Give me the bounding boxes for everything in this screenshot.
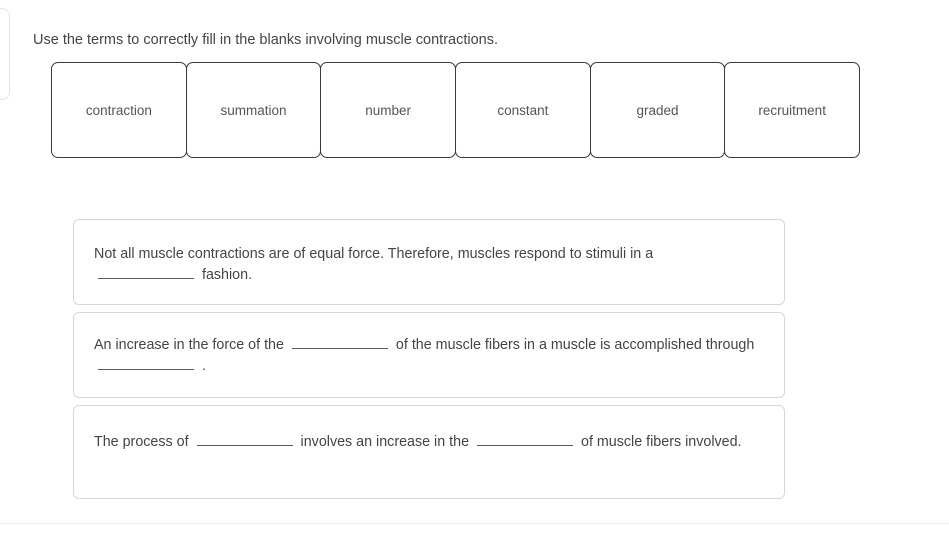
term-box-recruitment[interactable]: recruitment	[724, 62, 861, 158]
sentence-3-segment-3: of muscle fibers involved.	[581, 434, 742, 450]
sentence-3-segment-2: involves an increase in the	[300, 434, 470, 450]
left-panel-edge	[0, 8, 10, 100]
sentence-list: Not all muscle contractions are of equal…	[73, 219, 785, 506]
sentence-2-segment-3: .	[201, 358, 206, 374]
page-prompt: Use the terms to correctly fill in the b…	[33, 32, 498, 48]
bottom-divider	[0, 523, 949, 524]
sentence-text-2: An increase in the force of the of the m…	[94, 335, 764, 377]
sentence-card-1[interactable]: Not all muscle contractions are of equal…	[73, 219, 785, 305]
sentence-text-1: Not all muscle contractions are of equal…	[94, 244, 764, 286]
sentence-1-segment-1: Not all muscle contractions are of equal…	[94, 246, 654, 262]
term-box-summation[interactable]: summation	[185, 62, 322, 158]
sentence-1-segment-2: fashion.	[201, 267, 253, 283]
term-label: number	[365, 102, 412, 118]
blank-2-1[interactable]	[291, 335, 388, 349]
blank-1-1[interactable]	[98, 265, 194, 279]
term-box-graded[interactable]: graded	[589, 62, 726, 158]
term-label: contraction	[85, 102, 152, 118]
term-bank: contraction summation number constant gr…	[51, 62, 861, 158]
sentence-text-3: The process of involves an increase in t…	[94, 432, 764, 453]
term-box-number[interactable]: number	[320, 62, 457, 158]
term-label: graded	[636, 102, 679, 118]
term-box-constant[interactable]: constant	[455, 62, 591, 158]
blank-3-1[interactable]	[196, 432, 293, 446]
sentence-card-2[interactable]: An increase in the force of the of the m…	[73, 312, 785, 398]
sentence-3-segment-1: The process of	[94, 434, 189, 450]
sentence-2-segment-1: An increase in the force of the	[94, 337, 284, 353]
blank-3-2[interactable]	[477, 432, 574, 446]
sentence-2-segment-2: of the muscle fibers in a muscle is acco…	[395, 337, 755, 353]
term-label: recruitment	[758, 102, 826, 118]
sentence-card-3[interactable]: The process of involves an increase in t…	[73, 405, 785, 499]
term-box-contraction[interactable]: contraction	[51, 62, 187, 158]
term-label: constant	[497, 102, 549, 118]
blank-2-2[interactable]	[98, 356, 194, 370]
term-label: summation	[220, 102, 287, 118]
